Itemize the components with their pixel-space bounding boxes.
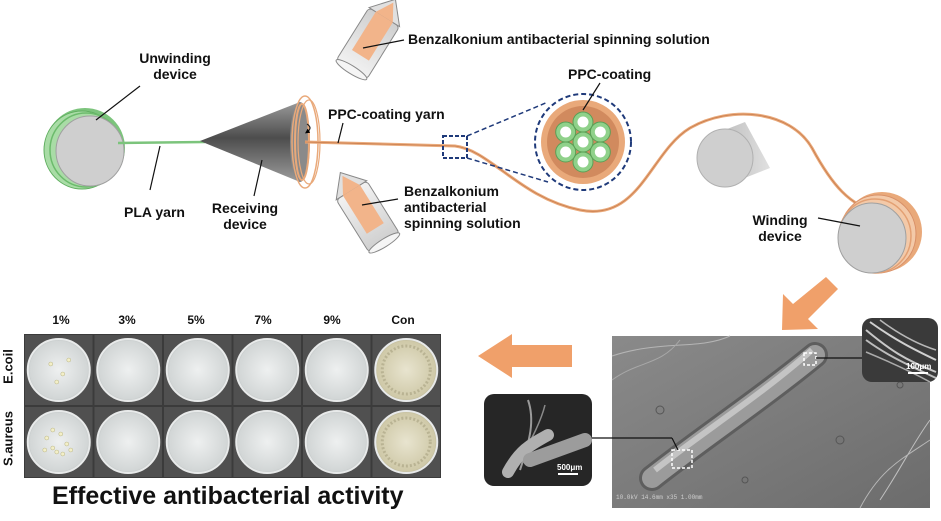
label-receiving-device: Receiving device xyxy=(211,200,279,232)
sem-footer: 10.0kV 14.6mm x35 1.00mm xyxy=(616,494,703,501)
petri-dish xyxy=(165,410,230,474)
pla-yarn-line xyxy=(117,140,206,145)
fiber-core xyxy=(594,146,606,158)
bacterial-colony xyxy=(54,379,59,385)
zoom-source-box xyxy=(442,135,468,159)
bacterial-colony xyxy=(58,431,63,437)
petri-dish xyxy=(374,410,439,474)
top-spinning-tube xyxy=(335,0,401,81)
bacterial-lawn xyxy=(380,344,432,396)
petri-dish xyxy=(96,410,161,474)
process-arrow-left xyxy=(478,334,572,378)
bacterial-colony xyxy=(48,361,53,367)
bacterial-colony xyxy=(54,449,59,455)
bacterial-colony xyxy=(64,441,69,447)
fiber-core xyxy=(594,126,606,138)
plate-column-header: 9% xyxy=(323,313,341,327)
ppc-cross-section xyxy=(534,93,632,191)
petri-dish xyxy=(26,410,91,474)
bacterial-colony xyxy=(60,371,65,377)
plate-column-header: 1% xyxy=(52,313,70,327)
petri-dish xyxy=(304,338,369,402)
bottom-spinning-tube xyxy=(335,171,401,254)
plate-row-label: S.aureus xyxy=(0,411,16,466)
bacterial-colony xyxy=(44,435,49,441)
bacterial-colony xyxy=(50,445,55,451)
label-winding-device: Winding device xyxy=(752,212,808,244)
bacterial-lawn xyxy=(380,416,432,468)
petri-dish xyxy=(165,338,230,402)
label-ppc-coating-yarn: PPC-coating yarn xyxy=(328,106,445,122)
plate-column-header: 3% xyxy=(118,313,136,327)
plate-column-header: Con xyxy=(391,313,415,327)
sem-left-scale-label: 500μm xyxy=(557,463,583,472)
agar-plate-grid xyxy=(24,334,441,478)
plate-grid-background xyxy=(24,334,441,478)
unwinding-spool xyxy=(43,108,125,190)
bacterial-colony xyxy=(66,357,71,363)
petri-dish xyxy=(304,410,369,474)
petri-dish xyxy=(235,410,300,474)
bacterial-colony xyxy=(60,451,65,457)
process-arrow-down xyxy=(782,277,838,330)
petri-dish xyxy=(26,338,91,402)
petri-dish xyxy=(374,338,439,402)
bacterial-colony xyxy=(68,447,73,453)
sem-right-scale-label: 100μm xyxy=(906,362,932,371)
fiber-core xyxy=(560,146,572,158)
sem-inset-right xyxy=(862,318,938,383)
label-unwinding-device: Unwinding device xyxy=(139,50,211,82)
receiving-cone xyxy=(200,95,321,189)
fiber-core xyxy=(577,136,589,148)
headline: Effective antibacterial activity xyxy=(52,482,404,510)
label-benzalkonium-bottom: Benzalkonium antibacterial spinning solu… xyxy=(404,183,521,231)
winding-spool xyxy=(837,192,922,274)
plate-column-header: 5% xyxy=(187,313,205,327)
label-benzalkonium-top: Benzalkonium antibacterial spinning solu… xyxy=(408,31,710,47)
plate-column-header: 7% xyxy=(254,313,272,327)
guide-roller xyxy=(696,122,770,188)
label-pla-yarn: PLA yarn xyxy=(124,204,185,220)
sem-inset-left xyxy=(484,394,592,486)
label-ppc-coating: PPC-coating xyxy=(568,66,652,82)
plate-row-label: E.coil xyxy=(0,349,16,384)
bacterial-colony xyxy=(42,447,47,453)
fiber-core xyxy=(577,156,589,168)
petri-dish xyxy=(235,338,300,402)
bacterial-colony xyxy=(50,427,55,433)
fiber-core xyxy=(560,126,572,138)
fiber-core xyxy=(577,116,589,128)
petri-dish xyxy=(96,338,161,402)
